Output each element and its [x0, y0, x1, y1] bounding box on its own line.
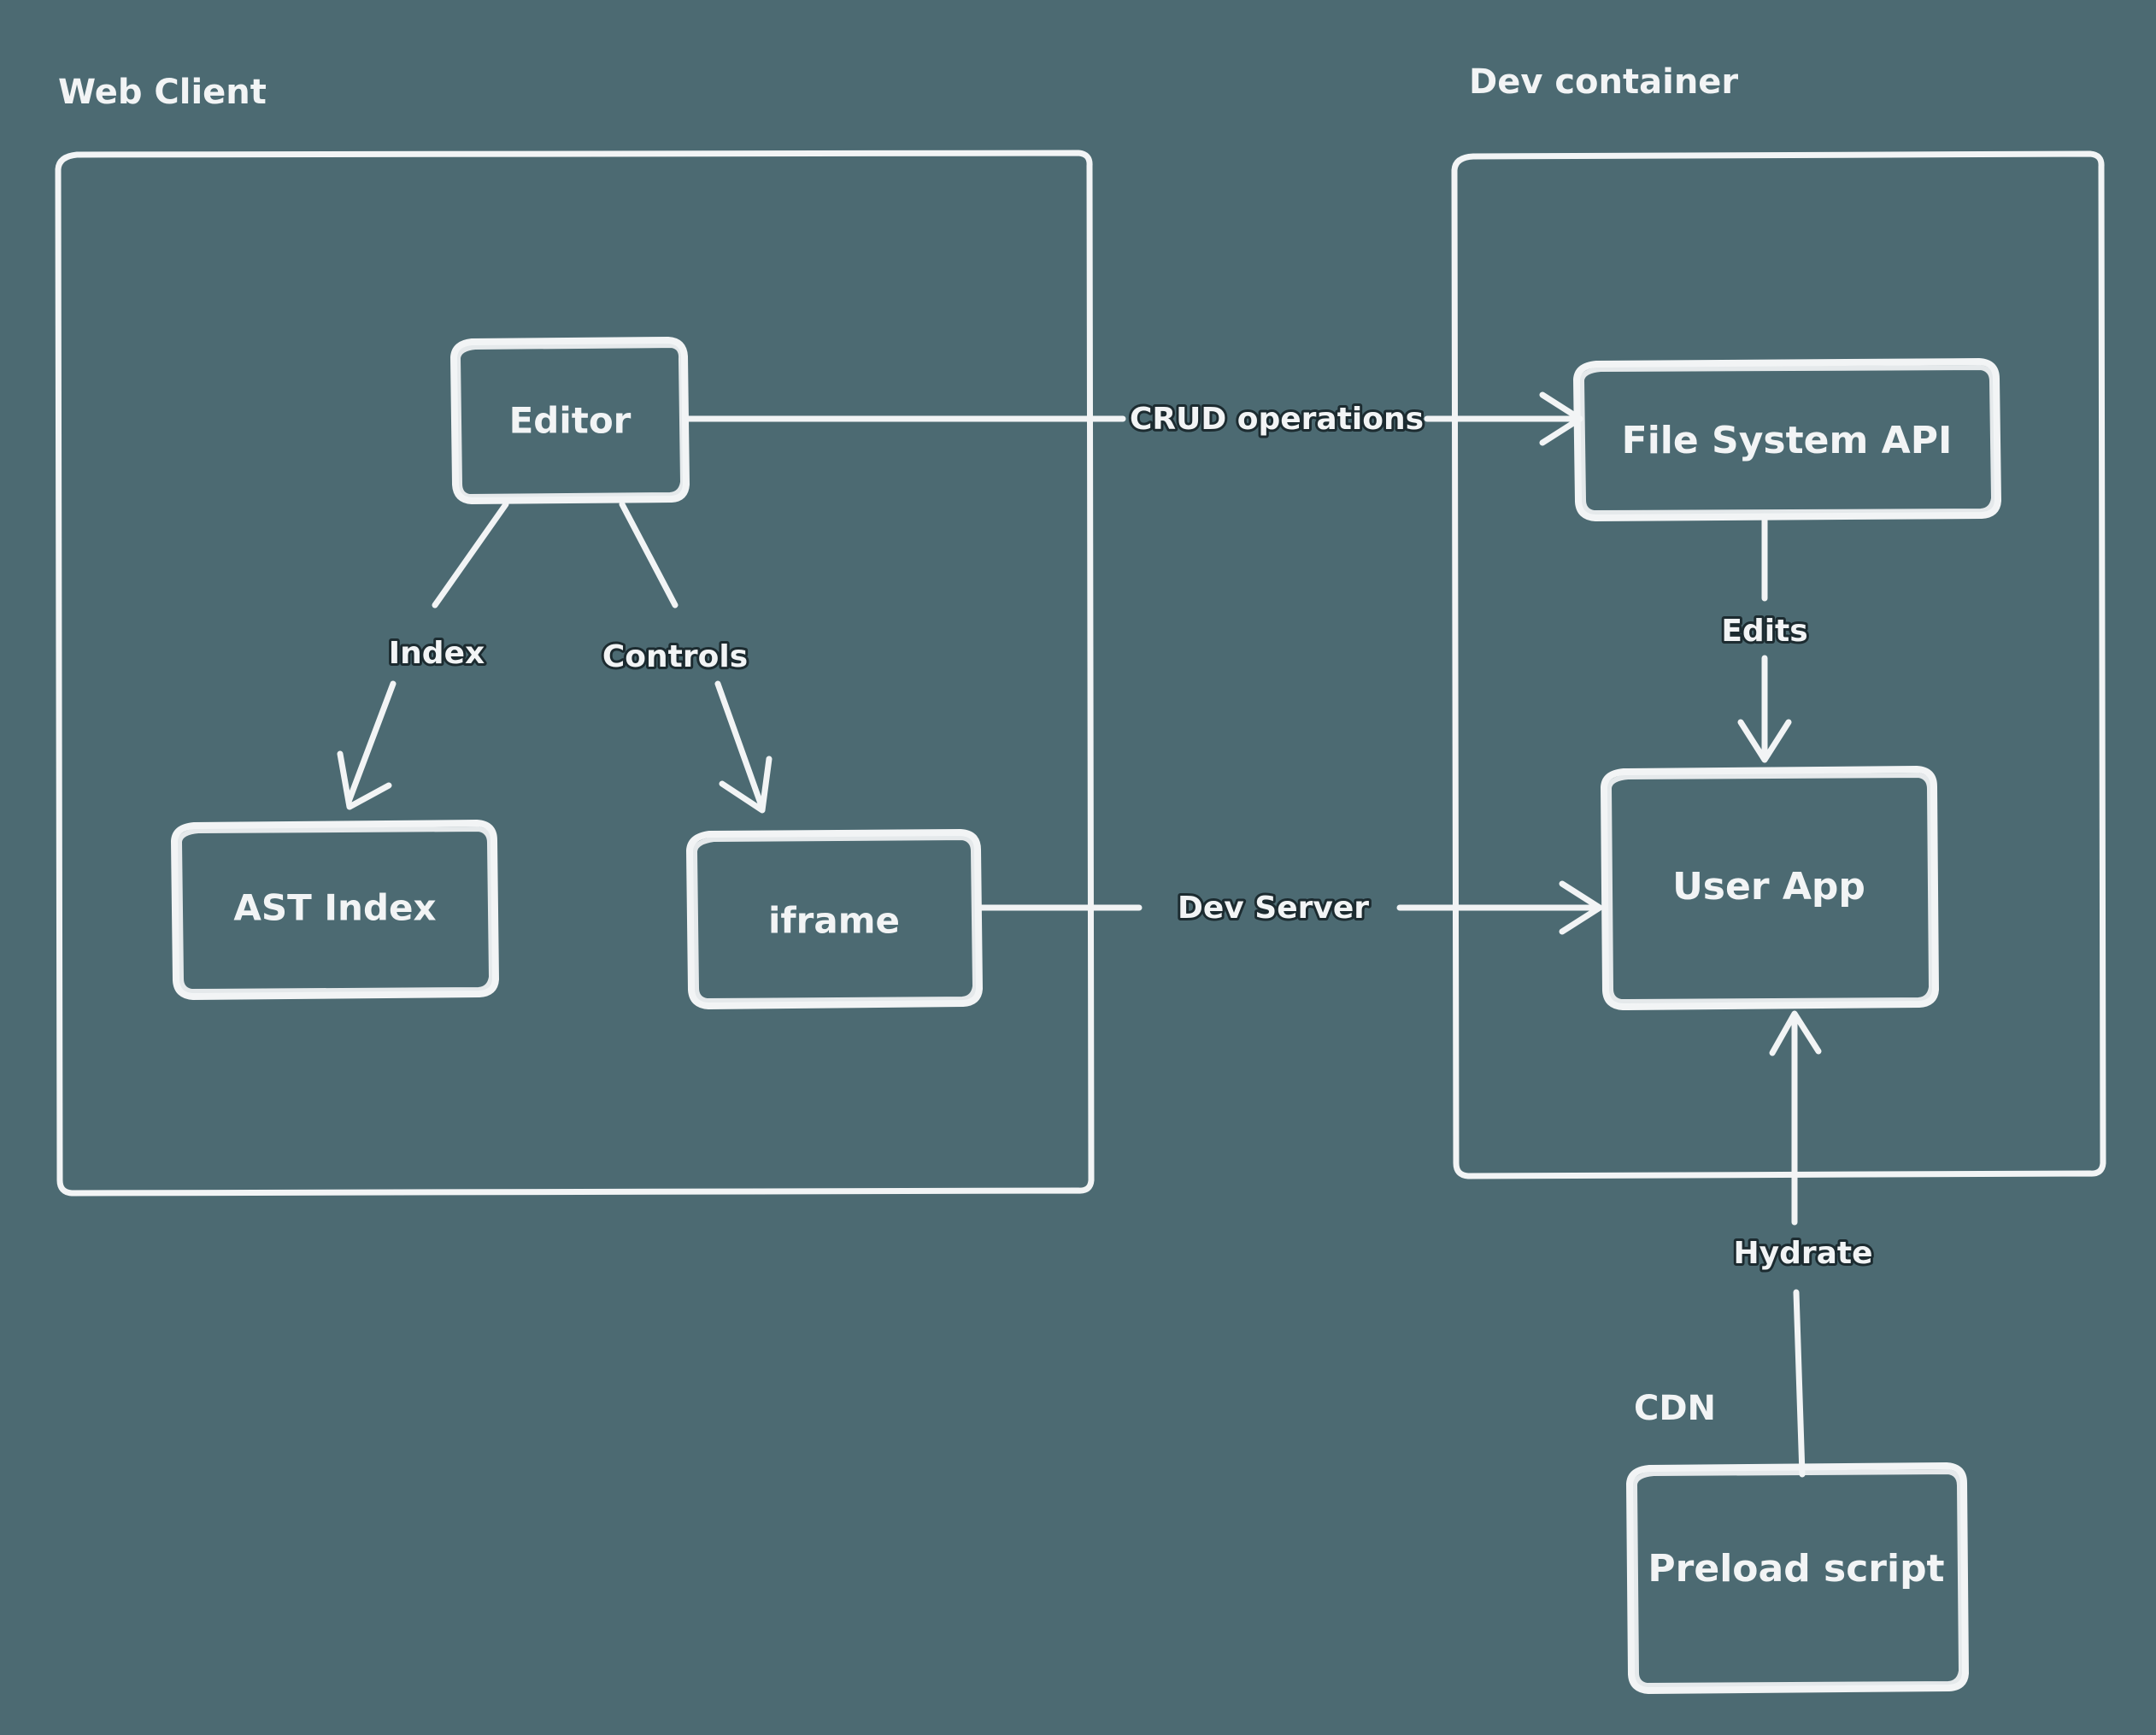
- node-editor-border: [450, 337, 690, 504]
- group-web-client[interactable]: Web Client: [55, 73, 1095, 1197]
- edge-controls-label: Controls: [602, 639, 748, 674]
- edge-index-arrowhead: [337, 750, 392, 810]
- edge-hydrate-label: Hydrate: [1733, 1236, 1872, 1271]
- dev-container-frame: [1451, 150, 2106, 1179]
- node-file-system-api-border: [1573, 358, 2001, 521]
- node-user-app-label: User App: [1672, 865, 1865, 909]
- node-user-app-border: [1601, 766, 1939, 1010]
- node-ast-index[interactable]: AST Index: [171, 820, 499, 1000]
- node-preload-script-border: [1626, 1462, 1969, 1694]
- node-iframe[interactable]: iframe: [686, 829, 983, 1009]
- node-ast-index-border-sketch: [177, 826, 494, 994]
- node-preload-script[interactable]: Preload script: [1626, 1462, 1969, 1694]
- edge-index-label: Index: [389, 636, 485, 671]
- edge-hydrate-arrowhead: [1769, 1010, 1822, 1056]
- node-user-app[interactable]: User App: [1601, 766, 1939, 1010]
- edge-controls-arrowhead: [719, 756, 773, 814]
- edge-controls-line: [619, 501, 679, 609]
- edge-index-line-2: [345, 680, 397, 805]
- edge-edits[interactable]: Edits: [1718, 513, 1811, 763]
- edge-crud-operations-label: CRUD operations: [1130, 402, 1424, 437]
- group-dev-container[interactable]: Dev container: [1451, 62, 2106, 1179]
- edge-crud-operations[interactable]: CRUD operations: [682, 391, 1583, 446]
- node-preload-script-label: Preload script: [1648, 1547, 1944, 1591]
- node-editor-border-sketch: [455, 343, 685, 499]
- node-file-system-api-border-sketch: [1579, 365, 1996, 515]
- node-editor-label: Editor: [509, 400, 632, 442]
- node-file-system-api-label: File System API: [1622, 419, 1953, 462]
- dev-container-title: Dev container: [1469, 62, 1738, 102]
- web-client-title: Web Client: [58, 73, 267, 112]
- edge-hydrate-line: [1793, 1289, 1806, 1478]
- edge-edits-label: Edits: [1721, 614, 1807, 649]
- node-ast-index-border: [171, 820, 499, 1000]
- edge-index-line: [432, 501, 509, 609]
- node-iframe-border: [686, 829, 983, 1009]
- edge-dev-server-arrowhead: [1559, 880, 1603, 935]
- web-client-frame: [55, 150, 1095, 1197]
- edge-controls-line-2: [714, 680, 764, 807]
- node-user-app-border-sketch: [1607, 773, 1934, 1004]
- cdn-label: CDN: [1634, 1389, 1716, 1428]
- edge-hydrate[interactable]: Hydrate: [1730, 1010, 1876, 1478]
- edge-dev-server-label: Dev Server: [1178, 891, 1369, 926]
- node-iframe-border-sketch: [692, 835, 978, 1003]
- node-iframe-label: iframe: [768, 900, 900, 942]
- node-editor[interactable]: Editor: [450, 337, 690, 504]
- node-ast-index-label: AST Index: [233, 887, 436, 929]
- edge-dev-server[interactable]: Dev Server: [975, 880, 1603, 935]
- node-preload-script-border-sketch: [1632, 1469, 1964, 1688]
- edge-index[interactable]: Index: [337, 501, 509, 810]
- node-file-system-api[interactable]: File System API: [1573, 358, 2001, 521]
- edge-controls[interactable]: Controls: [600, 501, 773, 814]
- edge-edits-arrowhead: [1737, 719, 1792, 763]
